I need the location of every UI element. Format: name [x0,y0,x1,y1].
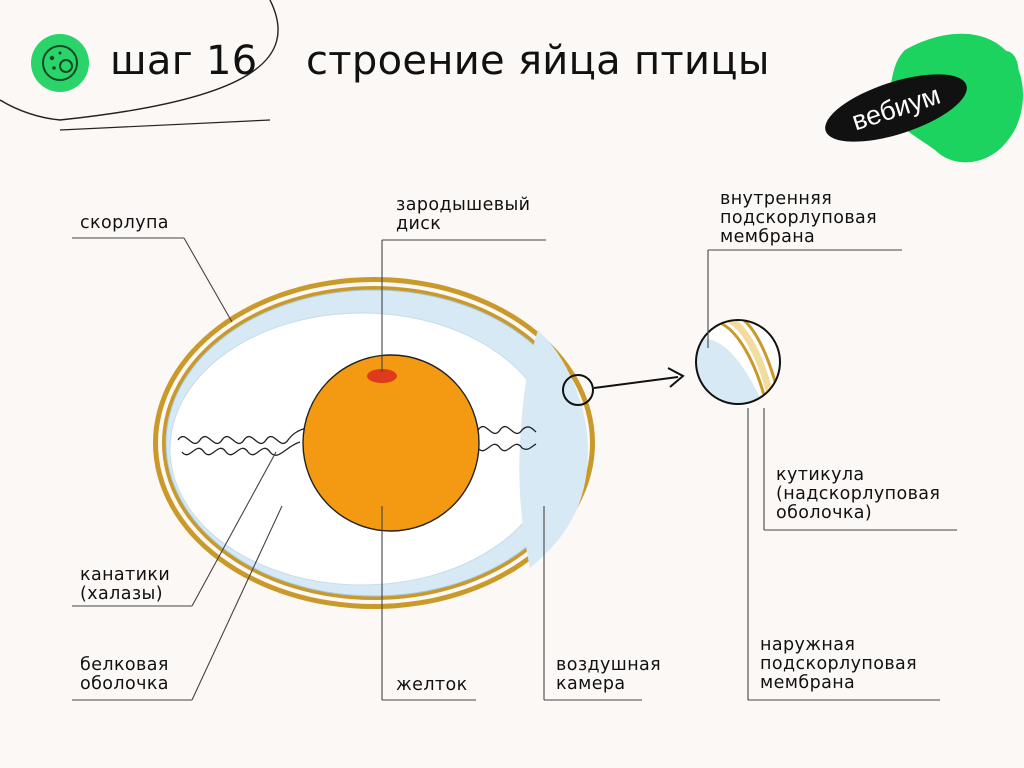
zoom-arrowhead [667,367,685,388]
chalaza-left-2 [181,441,301,456]
yolk [302,354,480,532]
leader-lines [72,237,957,701]
label-chalazae: канатики (халазы) [80,565,171,604]
zoom-arrow [593,376,679,389]
air-cell [519,330,588,568]
chalaza-right [477,425,537,435]
page-title: строение яйца птицы [306,38,770,84]
label-yolk: желток [396,675,468,695]
label-air-cell: воздушная камера [556,655,662,694]
label-albumen: белковая оболочка [80,655,169,694]
decorative-arc [59,0,279,121]
germinal-disc [367,369,397,383]
decorative-line [59,119,271,131]
label-germinal-disc: зародышевый диск [396,195,531,234]
chalaza-right-2 [477,443,537,452]
label-shell: скорлупа [80,213,169,233]
zoom-marker [562,374,594,406]
brand-logo: вебиум [825,33,1023,163]
microbe-icon [31,34,89,92]
label-cuticle: кутикула (надскорлуповая оболочка) [776,465,941,523]
magnifier-ring [695,319,781,405]
decorative-arc [0,99,61,121]
label-outer-membrane: наружная подскорлуповая мембрана [760,635,918,693]
step-label: шаг 16 [110,38,258,84]
label-inner-membrane: внутренняя подскорлуповая мембрана [720,189,878,247]
chalaza-left [177,427,307,445]
